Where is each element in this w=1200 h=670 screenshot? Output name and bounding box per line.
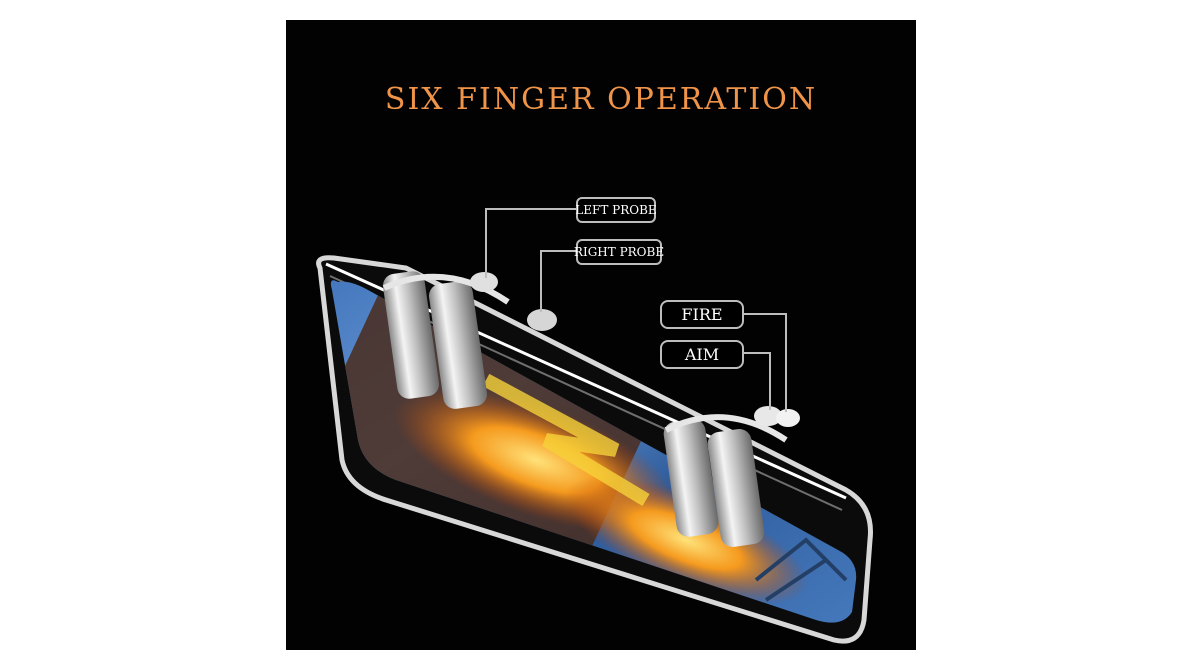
product-image-panel: SIX FINGER OPERATION LEFT PROBE RIGHT PR… xyxy=(286,20,916,650)
phone-illustration xyxy=(316,208,873,644)
callout-left-probe: LEFT PROBE xyxy=(575,197,657,223)
callout-fire: FIRE xyxy=(660,300,744,329)
left-trigger-pair xyxy=(382,271,557,409)
callout-aim: AIM xyxy=(660,340,744,369)
right-trigger-pair xyxy=(663,406,800,547)
headline-title: SIX FINGER OPERATION xyxy=(384,82,818,117)
callout-right-probe: RIGHT PROBE xyxy=(573,239,665,265)
callout-aim-label: AIM xyxy=(684,345,720,364)
callout-right-probe-label: RIGHT PROBE xyxy=(573,245,665,259)
callout-fire-label: FIRE xyxy=(681,305,723,324)
callout-left-probe-label: LEFT PROBE xyxy=(575,203,657,217)
